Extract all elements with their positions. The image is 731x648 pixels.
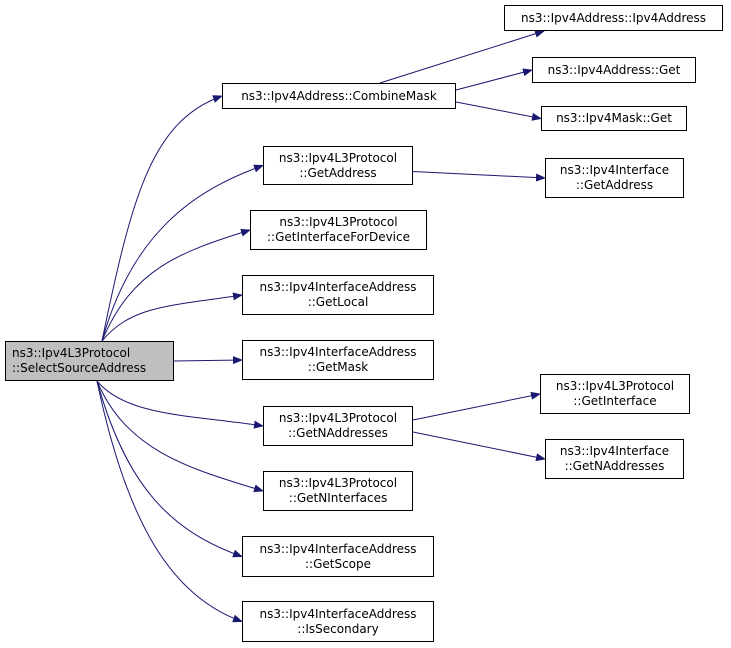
node-label-line1: ns3::Ipv4Interface	[559, 444, 670, 458]
node-label-line2: ::SelectSourceAddress	[12, 361, 147, 375]
node-l3-get-address[interactable]: ns3::Ipv4L3Protocol ::GetAddress	[263, 146, 413, 185]
node-ifa-get-mask[interactable]: ns3::Ipv4InterfaceAddress ::GetMask	[242, 340, 434, 380]
node-label-line1: ns3::Ipv4L3Protocol	[278, 150, 398, 165]
node-label-line1: ns3::Ipv4Address::Ipv4Address	[520, 10, 707, 25]
node-label-line2: ::GetLocal	[307, 295, 369, 309]
node-ifa-is-secondary[interactable]: ns3::Ipv4InterfaceAddress ::IsSecondary	[242, 601, 434, 642]
edge-l3_getaddress-to-if_getaddress	[412, 171, 546, 182]
node-label-line2: ::GetInterface	[573, 394, 657, 408]
node-label-line1: ns3::Ipv4Address::CombineMask	[241, 88, 437, 103]
node-label-line1: ns3::Ipv4Address::Get	[547, 62, 681, 77]
edge-root-to-ifa_getmask	[173, 356, 243, 365]
edge-combine_mask-to-mask_get	[455, 101, 542, 121]
node-label-line1: ns3::Ipv4InterfaceAddress	[259, 606, 417, 621]
node-select-source-address[interactable]: ns3::Ipv4L3Protocol ::SelectSourceAddres…	[5, 341, 174, 381]
node-interface-get-naddresses[interactable]: ns3::Ipv4Interface ::GetNAddresses	[545, 439, 684, 479]
node-l3-get-interface[interactable]: ns3::Ipv4L3Protocol ::GetInterface	[540, 374, 690, 414]
node-label-line2: ::GetNAddresses	[564, 459, 665, 473]
edge-root-to-ifa_issecondary	[96, 380, 243, 623]
edge-combine_mask-to-addr_ctor	[379, 29, 545, 84]
edge-root-to-combine_mask	[101, 95, 223, 342]
edge-root-to-l3_getnif	[96, 380, 264, 493]
node-label-line1: ns3::Ipv4InterfaceAddress	[259, 280, 417, 294]
node-ipv4address-ctor[interactable]: ns3::Ipv4Address::Ipv4Address	[504, 5, 723, 31]
edge-root-to-ifa_getlocal	[101, 292, 243, 342]
node-label-line1: ns3::Ipv4Interface	[559, 163, 670, 177]
node-label-line2: ::GetNInterfaces	[288, 491, 388, 505]
node-label-line2: ::GetAddress	[299, 165, 377, 180]
node-label-line2: ::IsSecondary	[297, 621, 379, 636]
node-label-line1: ns3::Ipv4Mask::Get	[556, 111, 672, 125]
node-label-line2: ::GetNAddresses	[288, 426, 388, 440]
node-label-line2: ::GetMask	[307, 360, 369, 374]
edge-root-to-l3_getiffordev	[101, 228, 251, 342]
node-label-line2: ::GetInterfaceForDevice	[267, 230, 410, 244]
node-l3-get-naddresses[interactable]: ns3::Ipv4L3Protocol ::GetNAddresses	[263, 406, 413, 446]
edge-l3_getnaddr-to-if_getnaddr	[412, 431, 546, 462]
node-label-line1: ns3::Ipv4L3Protocol	[279, 215, 398, 229]
node-label-line1: ns3::Ipv4InterfaceAddress	[259, 541, 417, 556]
node-ifa-get-local[interactable]: ns3::Ipv4InterfaceAddress ::GetLocal	[242, 275, 434, 315]
edge-root-to-l3_getaddress	[101, 164, 264, 342]
node-label-line1: ns3::Ipv4InterfaceAddress	[259, 345, 417, 359]
edge-l3_getnaddr-to-l3_getinterface	[412, 391, 541, 421]
node-label-line2: ::GetScope	[304, 556, 372, 571]
node-ipv4mask-get[interactable]: ns3::Ipv4Mask::Get	[541, 106, 687, 131]
node-l3-get-ninterfaces[interactable]: ns3::Ipv4L3Protocol ::GetNInterfaces	[263, 471, 413, 511]
node-label-line1: ns3::Ipv4L3Protocol	[555, 379, 675, 393]
edge-combine_mask-to-addr_get	[455, 68, 533, 91]
node-combine-mask[interactable]: ns3::Ipv4Address::CombineMask	[222, 83, 456, 109]
node-label-line1: ns3::Ipv4L3Protocol	[278, 476, 398, 490]
node-interface-get-address[interactable]: ns3::Ipv4Interface ::GetAddress	[545, 158, 684, 198]
node-l3-get-interface-for-device[interactable]: ns3::Ipv4L3Protocol ::GetInterfaceForDev…	[250, 210, 427, 250]
node-ifa-get-scope[interactable]: ns3::Ipv4InterfaceAddress ::GetScope	[242, 536, 434, 577]
edge-root-to-ifa_getscope	[96, 380, 243, 558]
node-label-line2: ::GetAddress	[575, 178, 654, 192]
edge-root-to-l3_getnaddr	[96, 380, 264, 429]
node-ipv4address-get[interactable]: ns3::Ipv4Address::Get	[532, 57, 696, 83]
node-label-line1: ns3::Ipv4L3Protocol	[12, 346, 131, 360]
node-label-line1: ns3::Ipv4L3Protocol	[278, 411, 398, 425]
